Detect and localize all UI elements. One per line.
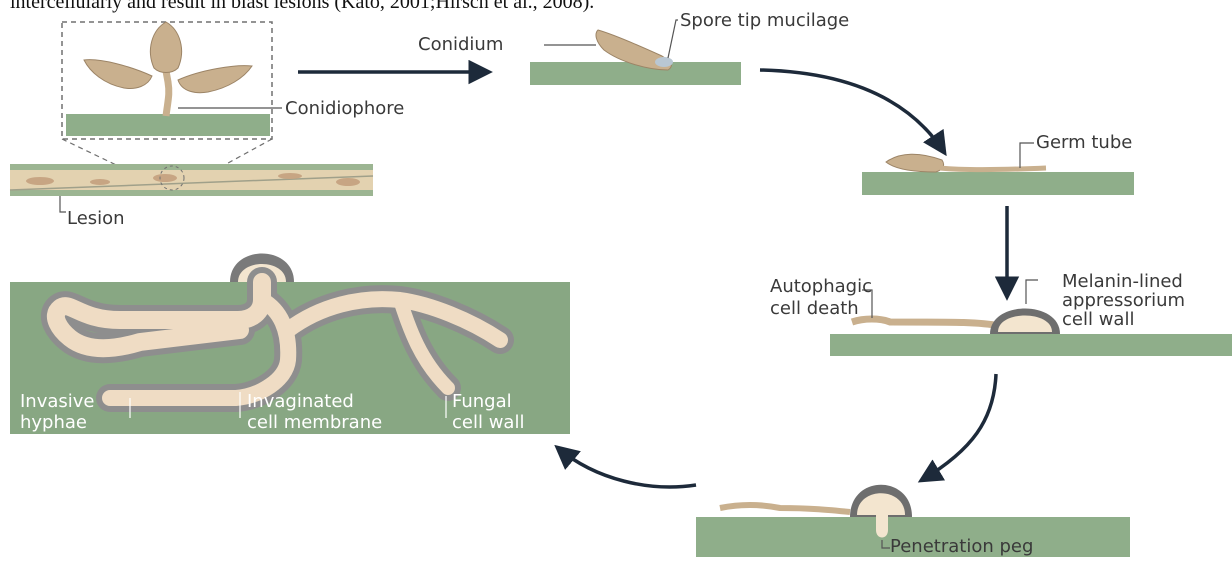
- label-fungal-2: cell wall: [452, 412, 524, 433]
- leaf-surface: [66, 114, 270, 136]
- arrow-2: [760, 70, 944, 152]
- label-germ-tube: Germ tube: [1036, 132, 1132, 153]
- arrow-4: [922, 374, 996, 480]
- stage-penetration: Penetration peg: [696, 485, 1130, 557]
- label-melanin-1: Melanin-lined: [1062, 271, 1183, 292]
- top-caption: intercellularly and result in blast lesi…: [10, 0, 594, 13]
- label-spore-tip-mucilage: Spore tip mucilage: [680, 10, 849, 31]
- label-invaginated-2: cell membrane: [247, 412, 382, 433]
- leaf-surface: [830, 334, 1232, 356]
- label-invaginated-1: Invaginated: [247, 391, 354, 412]
- collapsed-conidium: [720, 505, 850, 512]
- conidium-body: [886, 154, 944, 172]
- label-lesion: Lesion: [67, 208, 125, 229]
- stage-germ-tube: Germ tube: [862, 132, 1134, 195]
- collapsed-conidium: [852, 319, 1000, 326]
- label-fungal-1: Fungal: [452, 391, 512, 412]
- leaf-surface: [530, 62, 741, 85]
- mucilage: [655, 57, 673, 67]
- label-autophagic-1: Autophagic: [770, 276, 872, 297]
- label-invasive-2: hyphae: [20, 412, 87, 433]
- label-conidium: Conidium: [418, 34, 503, 55]
- label-invasive-1: Invasive: [20, 391, 95, 412]
- label-penetration-peg: Penetration peg: [890, 536, 1033, 557]
- stage-invasive-hyphae: Invasive hyphae Invaginated cell membran…: [10, 254, 570, 435]
- label-conidiophore: Conidiophore: [285, 98, 404, 119]
- leaf-surface: [862, 172, 1134, 195]
- label-melanin-3: cell wall: [1062, 309, 1134, 330]
- label-melanin-2: appressorium: [1062, 290, 1185, 311]
- label-autophagic-2: cell death: [770, 298, 859, 319]
- arrow-5: [558, 448, 696, 487]
- leaf-with-lesions: Lesion: [10, 164, 373, 229]
- stage-conidiophore: Conidiophore: [62, 22, 404, 186]
- germ-tube: [940, 168, 1046, 170]
- stage-appressorium: Autophagic cell death Melanin-lined appr…: [770, 271, 1232, 356]
- penetration-peg: [876, 515, 888, 538]
